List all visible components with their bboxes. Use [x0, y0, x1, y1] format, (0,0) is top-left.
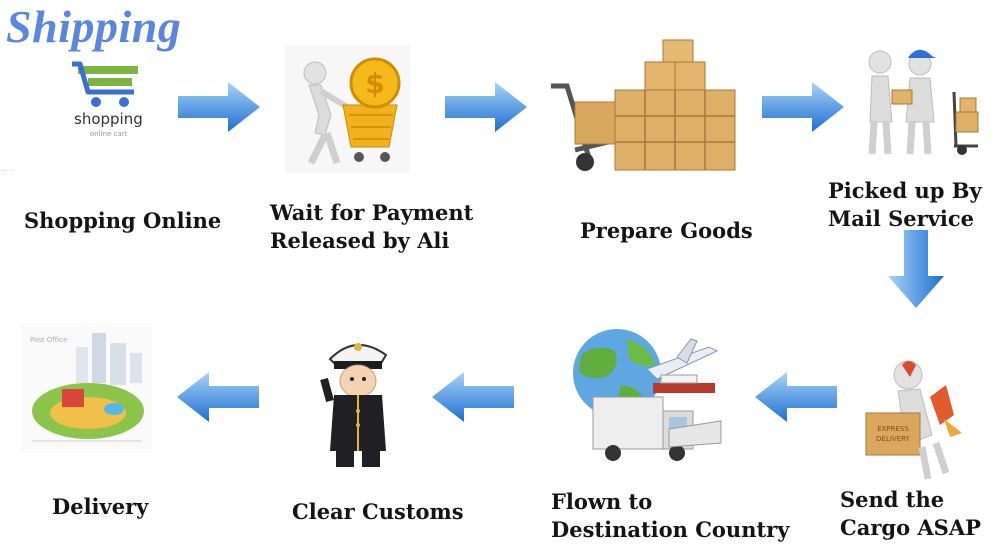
cart-icon — [72, 61, 138, 107]
svg-text:DELIVERY: DELIVERY — [876, 435, 910, 443]
shopping-cart-logo: shopping online cart — [66, 60, 156, 146]
arrow-right-3 — [762, 82, 844, 132]
post-office-sign: Post Office — [30, 336, 68, 344]
rocket-courier-figure: EXPRESS DELIVERY — [862, 355, 972, 485]
customs-officer-figure — [320, 335, 395, 470]
svg-text:$: $ — [365, 67, 384, 100]
step-label-prepare-goods: Prepare Goods — [580, 218, 753, 243]
mail-service-figures — [858, 42, 983, 160]
svg-text:EXPRESS: EXPRESS — [877, 425, 909, 433]
watermark: ...... — [0, 165, 14, 173]
goods-boxes-handtruck — [545, 38, 745, 173]
step-label-picked-up: Picked up By Mail Service — [828, 178, 982, 231]
arrow-left-3 — [177, 372, 259, 422]
cart-logo-sub: online cart — [90, 130, 128, 138]
step-label-delivery: Delivery — [52, 494, 149, 519]
step-label-send-cargo: Send the Cargo ASAP — [840, 487, 981, 540]
step-label-shopping-online: Shopping Online — [24, 208, 222, 233]
arrow-right-2 — [445, 82, 527, 132]
step-label-clear-customs: Clear Customs — [292, 499, 464, 524]
payment-cart-figure: $ — [285, 45, 410, 173]
cart-logo-word: shopping — [74, 110, 143, 128]
arrow-left-2 — [432, 372, 514, 422]
step-label-wait-for-payment: Wait for Payment Released by Ali — [270, 200, 474, 253]
diagram-title: Shipping — [6, 1, 182, 52]
arrow-right-1 — [178, 82, 260, 132]
globe-plane-truck-illustration — [557, 325, 722, 475]
delivery-city-illustration — [22, 323, 152, 453]
step-label-flown-to-destination: Flown to Destination Country — [551, 489, 790, 542]
arrow-down — [888, 230, 944, 308]
arrow-left-1 — [755, 372, 837, 422]
